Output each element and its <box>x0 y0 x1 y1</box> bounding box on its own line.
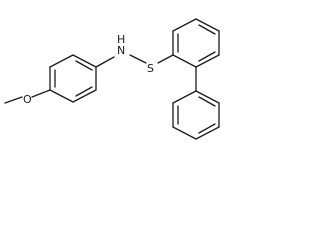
ring-amine-bond <box>95 56 115 68</box>
biphenyl-upper-ring <box>172 18 220 68</box>
nitrogen-sulfur-bond <box>129 54 147 64</box>
sulfur-ring-bond <box>157 54 174 64</box>
amine-nitrogen-label: N <box>117 44 125 57</box>
methyl-bond <box>4 96 23 104</box>
amine-group: N H <box>117 33 125 57</box>
structural-formula: O N H S <box>4 18 220 140</box>
amine-hydrogen-label: H <box>117 33 125 46</box>
anisyl-ring <box>49 54 97 103</box>
oxygen-ring-bond <box>31 89 51 98</box>
methoxy-oxygen-label: O <box>23 93 32 106</box>
sulfur-label: S <box>147 62 154 75</box>
biphenyl-lower-ring <box>172 90 220 140</box>
